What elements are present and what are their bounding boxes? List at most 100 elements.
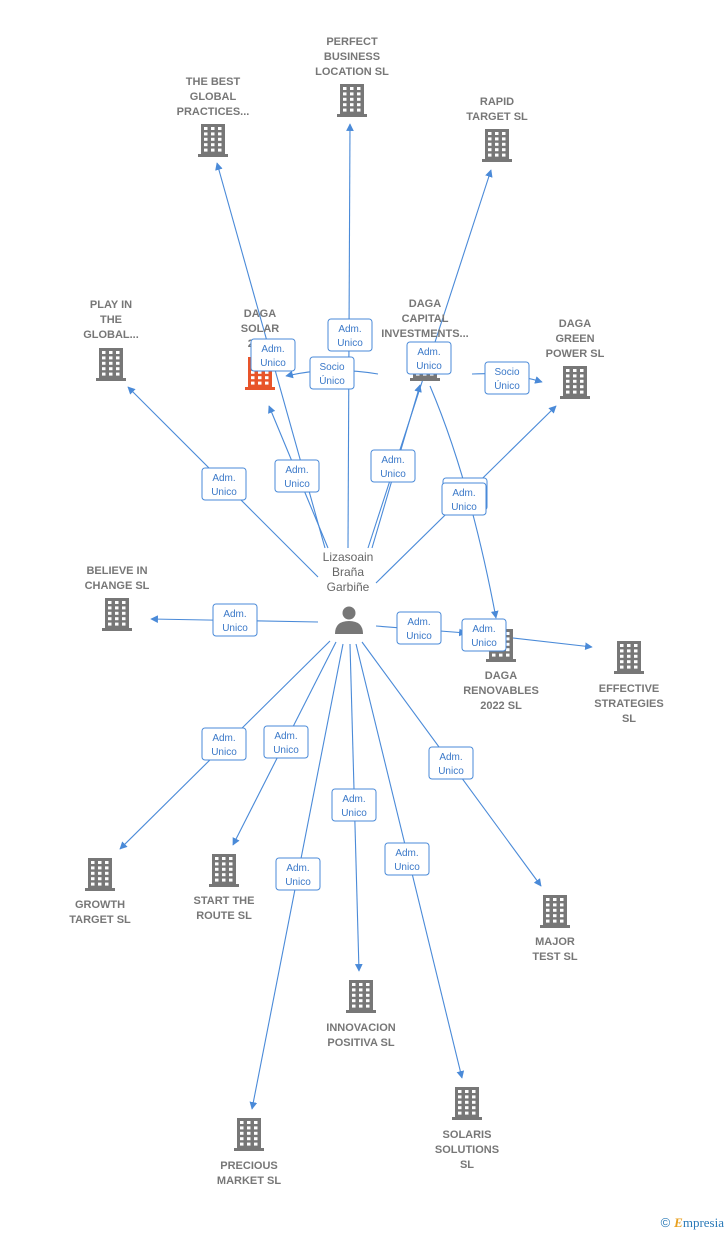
company-label: THE BEST <box>186 76 241 88</box>
company-label: STRATEGIES <box>594 698 663 710</box>
company-label: START THE <box>194 895 255 907</box>
company-label: GLOBAL <box>190 91 237 103</box>
building-icon <box>482 129 512 162</box>
company-label: SOLUTIONS <box>435 1144 499 1156</box>
company-label: SL <box>460 1159 474 1171</box>
company-label: TARGET SL <box>466 111 528 123</box>
company-label: CHANGE SL <box>85 580 150 592</box>
edge-label-text: Unico <box>337 338 363 349</box>
edge-label-text: Adm. <box>285 465 308 476</box>
edge-label-believe[interactable]: Adm. Unico <box>212 603 258 637</box>
building-icon <box>346 980 376 1013</box>
company-label: EFFECTIVE <box>599 683 660 695</box>
company-label: POWER SL <box>546 348 605 360</box>
company-edge-label-dagarenov[interactable]: Adm. Unico <box>441 482 487 516</box>
person-icon <box>335 606 363 634</box>
edge-label-text: Adm. <box>286 863 309 874</box>
edge-label-text: Unico <box>438 766 464 777</box>
edge-label-text: Unico <box>211 487 237 498</box>
edge-label-text: Adm. <box>472 624 495 635</box>
edge-label-text: Unico <box>451 502 477 513</box>
brand-name: mpresia <box>682 1215 724 1230</box>
edge-label-startroute[interactable]: Adm.Unico <box>263 725 309 759</box>
person-label: Braña <box>332 565 364 579</box>
edge-labels-layer: Adm.UnicoAdm.UnicoAdm.UnicoAdm.UnicoAdm.… <box>201 318 530 891</box>
building-icon <box>198 124 228 157</box>
edge-label-text: Unico <box>222 623 248 634</box>
footer-brand[interactable]: ©Empresia <box>661 1215 724 1231</box>
edge-label-innovacion[interactable]: Adm.Unico <box>331 788 377 822</box>
company-node-playin[interactable]: PLAY INTHEGLOBAL... <box>83 299 139 381</box>
edge-label-text: Adm. <box>439 752 462 763</box>
person-label: Garbiñe <box>327 580 370 594</box>
edge-label-playin[interactable]: Adm. Unico <box>201 467 247 501</box>
edge-label-rapid[interactable]: Adm. Unico <box>406 341 452 375</box>
building-icon <box>452 1087 482 1120</box>
company-label: MAJOR <box>535 936 575 948</box>
company-label: THE <box>100 314 122 326</box>
company-node-effective[interactable]: EFFECTIVE STRATEGIES SL <box>594 641 664 725</box>
edge-label-text: Adm. <box>212 473 235 484</box>
edge-label-dagasolar[interactable]: Adm. Unico <box>274 459 320 493</box>
edge-label-text: Único <box>319 374 345 387</box>
edge-label-dagacapital[interactable]: Adm.Unico <box>370 449 416 483</box>
company-node-solaris[interactable]: SOLARIS SOLUTIONS SL <box>435 1087 499 1171</box>
edge-label-text: Unico <box>406 631 432 642</box>
edge-label-text: Unico <box>284 479 310 490</box>
edge-label-text: Único <box>494 379 520 392</box>
edge-label-text: Adm. <box>261 344 284 355</box>
edge-label-text: Adm. <box>395 848 418 859</box>
company-label: DAGA <box>244 308 276 320</box>
copyright-symbol: © <box>660 1215 671 1230</box>
company-label: DAGA <box>409 298 441 310</box>
company-label: GLOBAL... <box>83 329 139 341</box>
edge-label-text: Adm. <box>274 731 297 742</box>
edge-label-text: Unico <box>285 877 311 888</box>
company-node-bestglobal[interactable]: THE BEST GLOBAL PRACTICES... <box>177 76 250 157</box>
edge-label-solaris[interactable]: Adm.Unico <box>384 842 430 876</box>
edge-label-major[interactable]: Adm. Unico <box>428 746 474 780</box>
edge-label-text: Unico <box>471 638 497 649</box>
edge-label-text: Socio <box>319 362 344 373</box>
company-label: SOLARIS <box>443 1129 492 1141</box>
edge-label-text: Unico <box>416 361 442 372</box>
edge-label-text: Socio <box>494 367 519 378</box>
edge-label-text: Adm. <box>417 347 440 358</box>
edges-layer <box>119 123 593 1110</box>
edge-label-effective[interactable]: Adm. Unico <box>461 618 507 652</box>
edge-label-text: Adm. <box>452 488 475 499</box>
company-label: TARGET SL <box>69 914 131 926</box>
building-icon <box>560 366 590 399</box>
edge-label-text: Adm. <box>407 617 430 628</box>
edge-label-growth[interactable]: Adm.Unico <box>201 727 247 761</box>
edge-label-text: Adm. <box>381 455 404 466</box>
company-label: PRACTICES... <box>177 106 250 118</box>
edge-label-text: Adm. <box>338 324 361 335</box>
company-label: 2022 SL <box>480 700 522 712</box>
company-label: DAGA <box>485 670 517 682</box>
company-label: SL <box>622 713 636 725</box>
edge-label-bestglobal[interactable]: Adm.Unico <box>250 338 296 372</box>
edge-label-text: Adm. <box>223 609 246 620</box>
building-icon <box>209 854 239 887</box>
edge-label-precious[interactable]: Adm. Unico <box>275 857 321 891</box>
edge-label-text: Unico <box>211 747 237 758</box>
company-label: DAGA <box>559 318 591 330</box>
company-label: INVESTMENTS... <box>381 328 468 340</box>
edge-label-dagarenov[interactable]: Adm. Unico <box>396 611 442 645</box>
company-label: BELIEVE IN <box>86 565 147 577</box>
edge-label-perfect[interactable]: Adm. Unico <box>327 318 373 352</box>
company-node-believe[interactable]: BELIEVE IN CHANGE SL <box>85 565 150 631</box>
